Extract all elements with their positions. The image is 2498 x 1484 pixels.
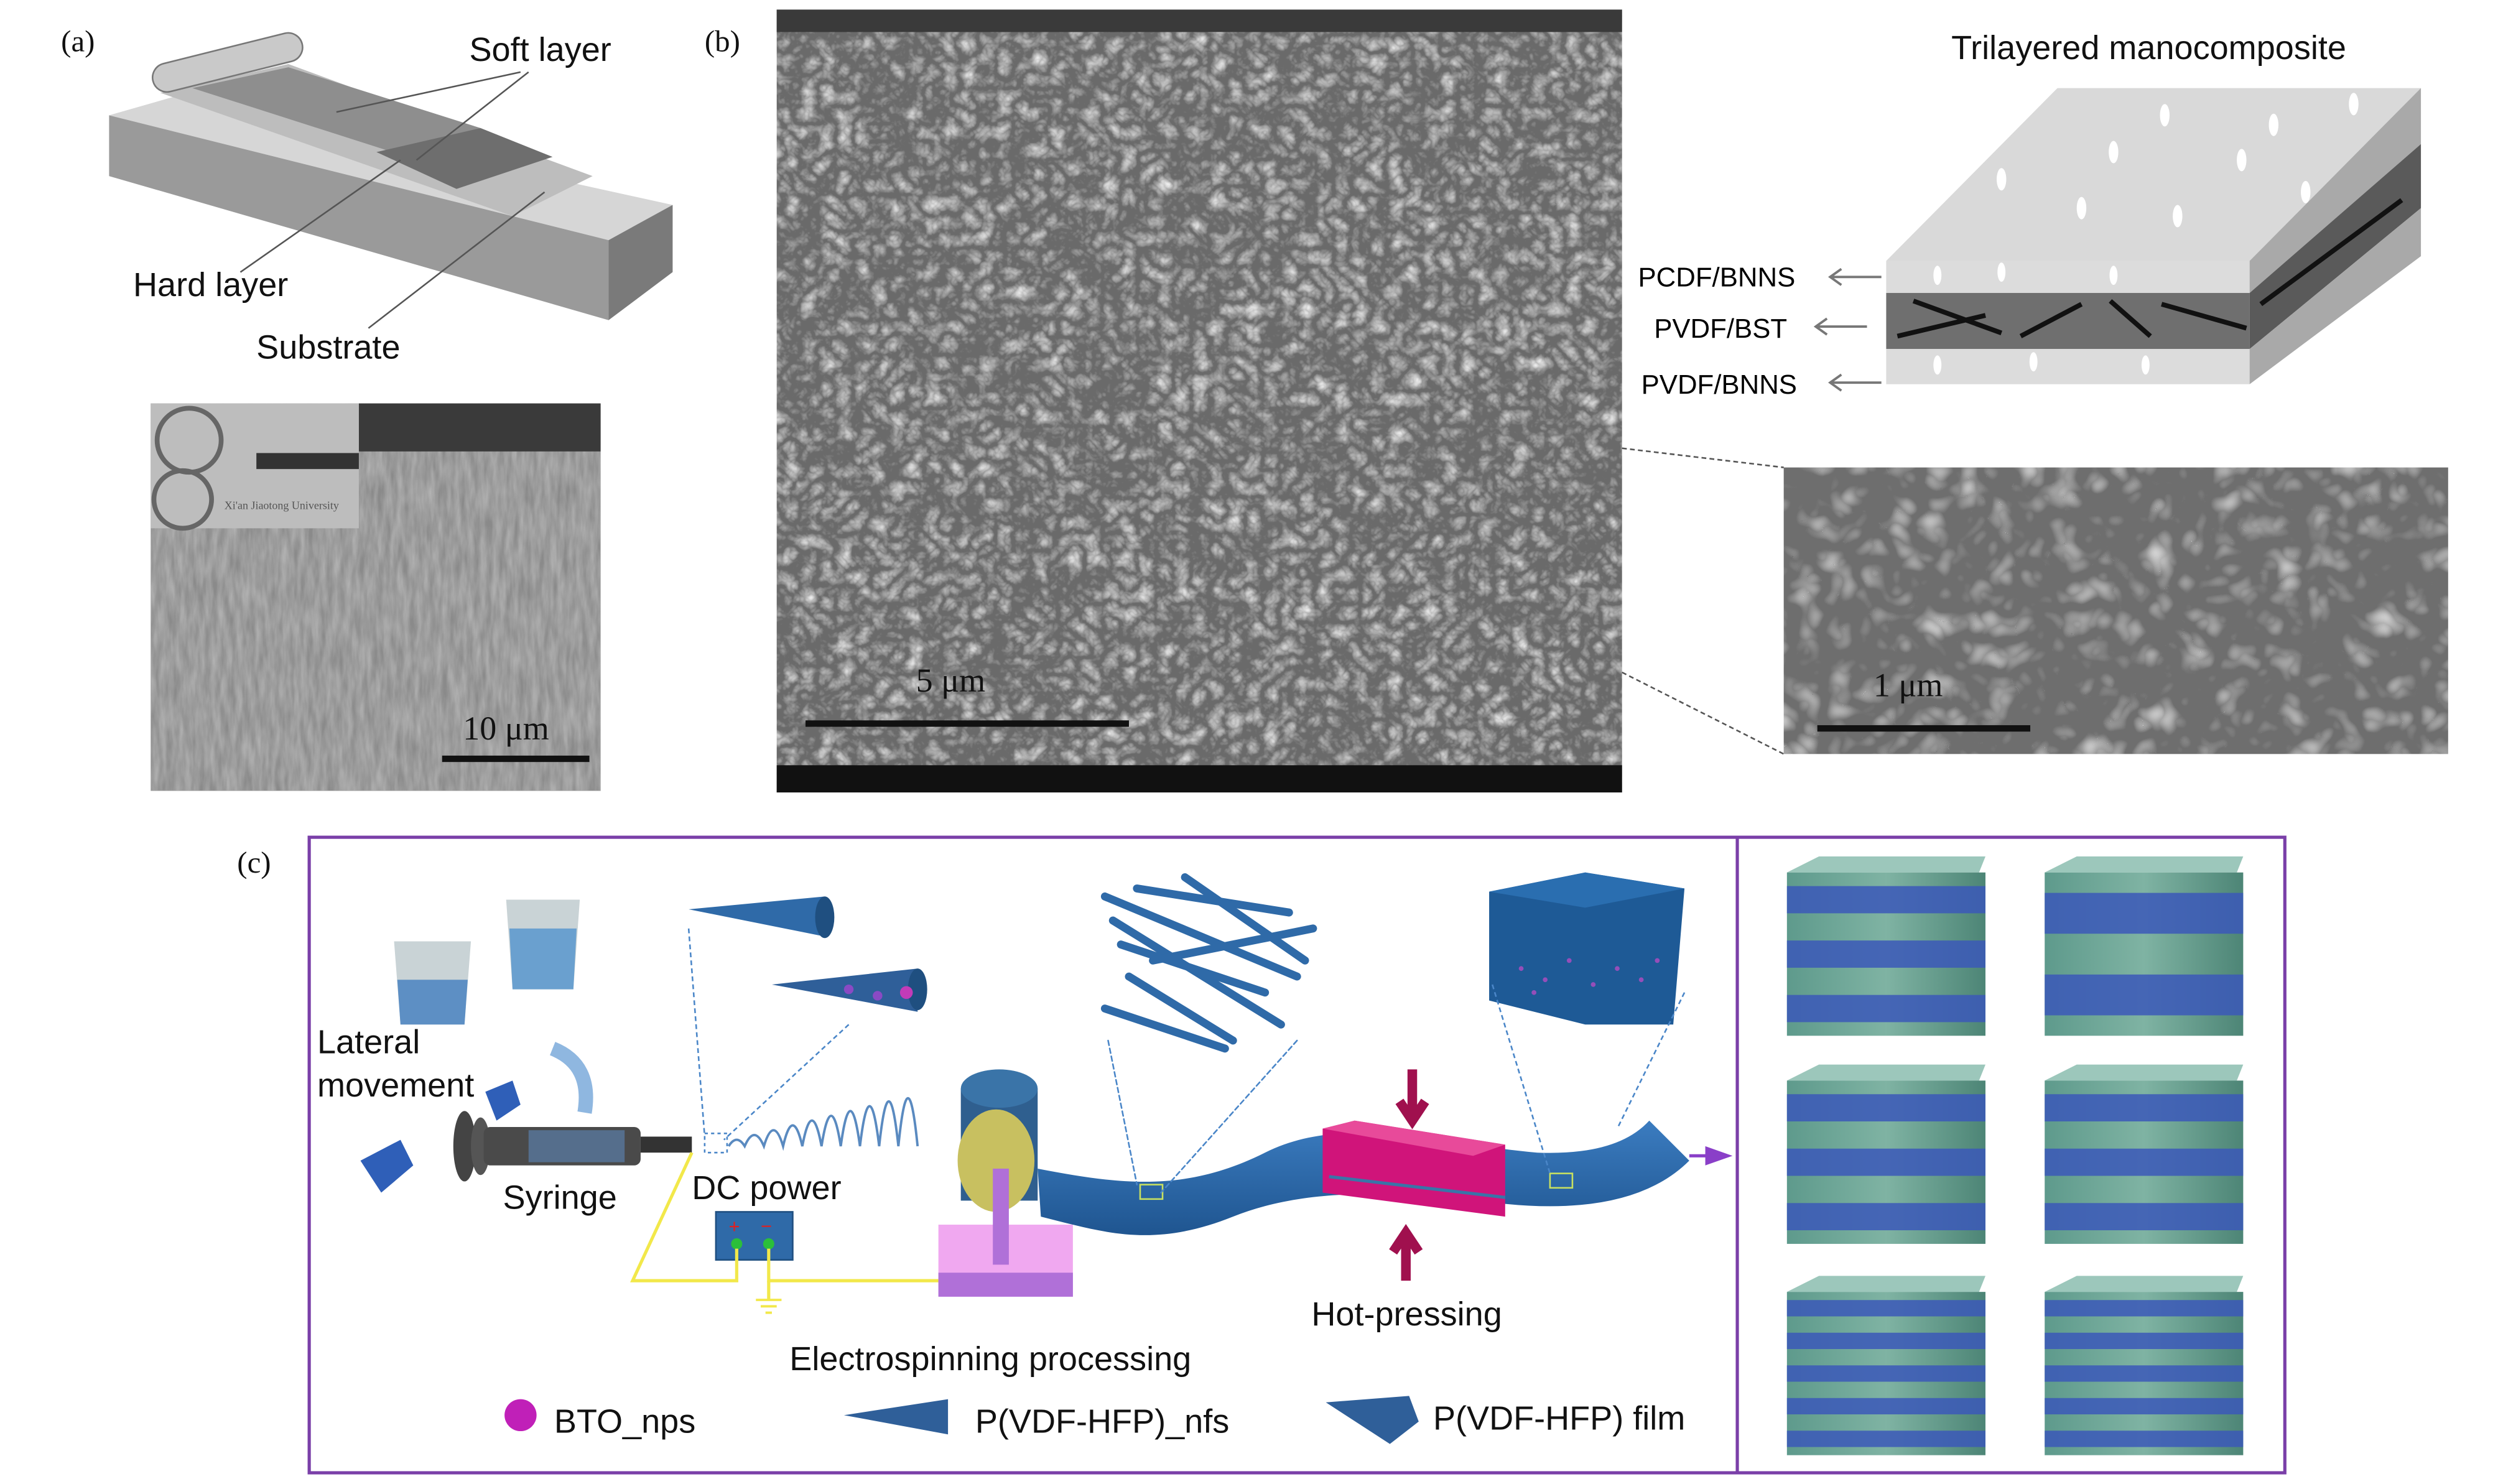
scale-bar-label-main: 5 μm xyxy=(916,662,986,699)
composite-layer xyxy=(2045,1300,2244,1317)
composite-layer xyxy=(2045,1398,2244,1415)
lateral-label: Lateral xyxy=(317,1024,420,1061)
composite-layer xyxy=(2045,974,2244,1016)
multilayer-cube xyxy=(1786,856,1985,1036)
sem-image-main: 5 μm xyxy=(776,9,1622,793)
composite-layer xyxy=(2045,1203,2244,1231)
zoom-line xyxy=(1622,671,1785,755)
arrow-left-icon xyxy=(1828,373,1882,392)
dc-power-supply: + − xyxy=(715,1211,794,1261)
composite-layer xyxy=(1786,886,1985,914)
panel-b-label: (b) xyxy=(705,24,740,58)
composite-layer xyxy=(2045,1365,2244,1382)
composite-layer xyxy=(1786,1148,1985,1176)
composite-layer xyxy=(1786,1398,1985,1415)
fiber-cones xyxy=(687,896,927,1154)
scale-bar-label-a: 10 μm xyxy=(463,710,549,747)
svg-text:+: + xyxy=(728,1215,740,1237)
composite-layer xyxy=(2045,1431,2244,1447)
composite-layer xyxy=(1786,940,1985,968)
composite-layer xyxy=(1786,1365,1985,1382)
ground-icon xyxy=(756,1299,782,1314)
layer-label-top: PCDF/BNNS xyxy=(1638,262,1795,293)
composite-layer xyxy=(2045,1094,2244,1122)
layer-label-middle: PVDF/BST xyxy=(1654,313,1787,344)
multilayer-cube xyxy=(2045,1276,2244,1455)
composite-layer xyxy=(2045,1332,2244,1350)
multilayer-cube xyxy=(2045,856,2244,1036)
trilayer-diagram xyxy=(1886,88,2421,384)
composite-layer xyxy=(2045,893,2244,934)
lateral-arrow-icon xyxy=(485,1080,521,1121)
bto-nps-icon xyxy=(504,1399,537,1432)
sem-image-inset: 1 μm xyxy=(1783,467,2448,754)
hot-press xyxy=(1322,1069,1506,1281)
svg-text:−: − xyxy=(761,1215,772,1237)
film-marker xyxy=(1549,1172,1574,1189)
syringe-label: Syringe xyxy=(503,1179,617,1216)
press-arrow-down-icon xyxy=(1395,1069,1429,1129)
hot-pressing-label: Hot-pressing xyxy=(1311,1296,1502,1333)
legend-film: P(VDF-HFP) film xyxy=(1433,1399,1685,1437)
university-seal-icon xyxy=(151,468,214,531)
arrow-left-icon xyxy=(1828,267,1882,286)
wires xyxy=(630,1152,945,1301)
electrospun-jet xyxy=(727,1097,919,1151)
layer-label-bottom: PVDF/BNNS xyxy=(1641,369,1797,400)
multilayer-cube xyxy=(1786,1064,1985,1244)
composite-layer xyxy=(1786,995,1985,1023)
nanofiber-bundle xyxy=(1100,873,1317,1194)
panel-c-label: (c) xyxy=(237,845,271,879)
scale-bar-main xyxy=(806,720,1129,727)
soft-layer-label: Soft layer xyxy=(470,31,611,68)
composite-layer xyxy=(1786,1332,1985,1350)
layer-labels: PCDF/BNNS PVDF/BST PVDF/BNNS xyxy=(1638,262,1882,400)
composite-layer xyxy=(1786,1300,1985,1317)
coater-schematic xyxy=(109,32,673,329)
multilayer-cube xyxy=(1786,1276,1985,1455)
panel-c: (c) Lateral movement Syringe xyxy=(237,835,2287,1475)
movement-label: movement xyxy=(317,1067,474,1104)
trilayer-title: Trilayered manocomposite xyxy=(1951,29,2346,67)
electrospinning-label: Electrospinning processing xyxy=(789,1340,1191,1378)
syringe xyxy=(453,1111,692,1182)
composite-layer xyxy=(1786,1203,1985,1231)
panel-b: (b) 5 μm 1 μm Trilayered manocomposite xyxy=(705,9,2448,793)
multilayer-cube xyxy=(2045,1064,2244,1244)
flow-arrow-icon xyxy=(549,1042,593,1114)
film-icon xyxy=(1326,1396,1419,1444)
hard-layer-label: Hard layer xyxy=(133,266,288,304)
inset-caption: Xi'an Jiaotong University xyxy=(225,499,339,511)
arrow-left-icon xyxy=(1813,317,1867,336)
sem-image-a: Xi'an Jiaotong University 10 μm xyxy=(151,403,601,791)
nanofiber-cone-icon xyxy=(843,1399,949,1435)
press-arrow-up-icon xyxy=(1389,1223,1423,1281)
panel-a: (a) Soft layer Hard layer Substrate Xi'a xyxy=(61,24,673,791)
dc-power-label: DC power xyxy=(692,1169,841,1207)
scale-bar-inset xyxy=(1817,725,2031,732)
composite-layer xyxy=(1786,1431,1985,1447)
zoom-line xyxy=(1622,447,1784,468)
legend-nfs: P(VDF-HFP)_nfs xyxy=(975,1403,1229,1440)
composite-layer xyxy=(2045,1148,2244,1176)
film-block xyxy=(1489,872,1686,1174)
substrate-label: Substrate xyxy=(256,329,400,366)
multilayer-cubes xyxy=(1786,856,2244,1455)
output-arrow-icon xyxy=(1705,1146,1733,1166)
composite-layer xyxy=(1786,1094,1985,1122)
beakers xyxy=(394,899,580,1025)
legend-bto-nps: BTO_nps xyxy=(554,1403,695,1440)
lateral-arrow-icon xyxy=(360,1139,414,1193)
scale-bar-label-inset: 1 μm xyxy=(1874,667,1943,704)
legend: BTO_nps P(VDF-HFP)_nfs P(VDF-HFP) film xyxy=(504,1396,1685,1444)
scale-bar-a xyxy=(442,755,590,763)
panel-a-label: (a) xyxy=(61,24,95,58)
collector-drum xyxy=(938,1069,1073,1297)
